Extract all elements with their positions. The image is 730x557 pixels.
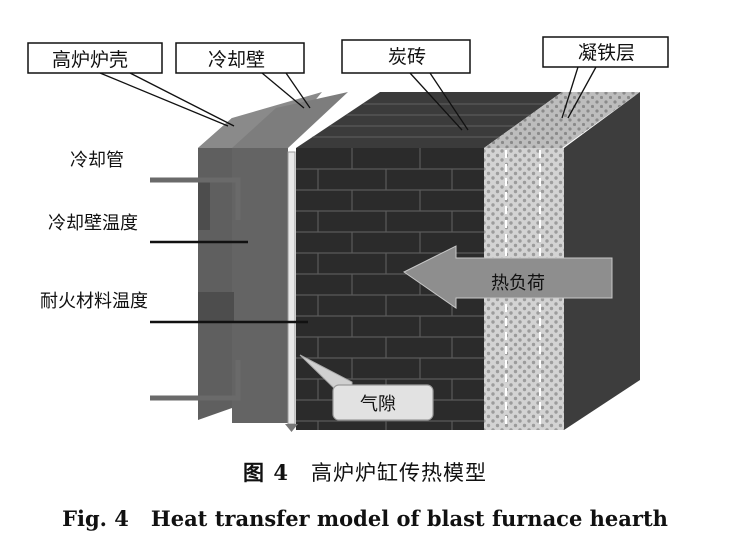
refractory-temp-label: 耐火材料温度 [40, 291, 148, 312]
caption-cn-number: 图 4 [243, 460, 289, 485]
cooling-stave [198, 92, 348, 423]
stave-label: 冷却壁 [208, 49, 265, 71]
brick-label: 炭砖 [388, 46, 426, 68]
caption-english: Fig. 4 Heat transfer model of blast furna… [0, 506, 730, 531]
callout-stave: 冷却壁 [175, 42, 311, 109]
caption-chinese: 图 4 高炉炉缸传热模型 [0, 457, 730, 487]
stave-temp-label: 冷却壁温度 [48, 213, 138, 234]
cooling-pipe-label: 冷却管 [70, 150, 124, 171]
gap-callout: 气隙 [299, 354, 434, 421]
callout-brick: 炭砖 [341, 39, 471, 131]
hearth-diagram: 热负荷 冷却管 冷却壁温度 耐火材料温度 气隙 高炉炉壳 冷却壁 炭砖 凝铁层 [27, 36, 669, 432]
gap-label: 气隙 [360, 394, 396, 415]
callout-iron: 凝铁层 [542, 36, 669, 119]
air-gap [285, 151, 298, 432]
heat-load-arrow: 热负荷 [403, 245, 613, 309]
caption-en-number: Fig. 4 [62, 506, 129, 531]
shell-label: 高炉炉壳 [52, 49, 128, 71]
cooling-pipes [150, 177, 241, 401]
caption-en-title: Heat transfer model of blast furnace hea… [150, 506, 668, 531]
iron-label: 凝铁层 [578, 42, 635, 64]
callout-shell: 高炉炉壳 [27, 42, 235, 127]
caption-cn-title: 高炉炉缸传热模型 [310, 461, 487, 485]
heat-load-label: 热负荷 [491, 273, 545, 294]
